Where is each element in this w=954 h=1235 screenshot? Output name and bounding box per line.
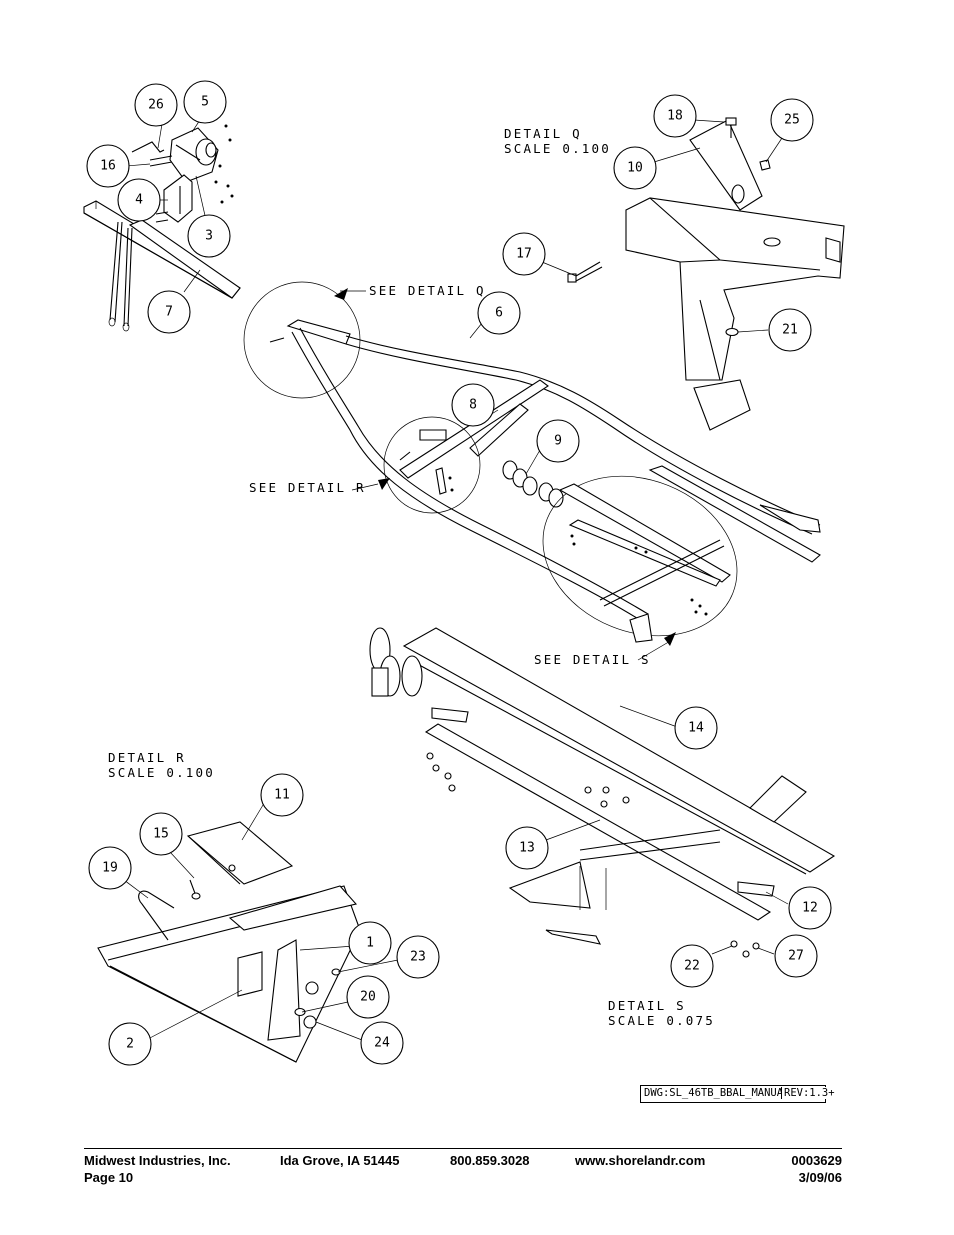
detail-s-title: DETAIL S: [608, 998, 686, 1013]
balloon-22-label: 22: [684, 959, 700, 974]
balloon-3: 3: [187, 214, 231, 258]
detail-r-scale: SCALE 0.100: [108, 765, 215, 780]
balloon-23: 23: [396, 935, 440, 979]
balloon-19-label: 19: [102, 861, 118, 876]
footer-address: Ida Grove, IA 51445: [280, 1153, 400, 1168]
balloon-15: 15: [139, 812, 183, 856]
balloon-9: 9: [536, 419, 580, 463]
balloon-13: 13: [505, 826, 549, 870]
balloon-24-label: 24: [374, 1036, 390, 1051]
balloon-6-label: 6: [495, 306, 503, 321]
balloon-20-label: 20: [360, 990, 376, 1005]
detail-q-title: DETAIL Q: [504, 126, 582, 141]
balloon-9-label: 9: [554, 434, 562, 449]
callout-arrows: [334, 288, 676, 646]
balloon-17: 17: [502, 232, 546, 276]
balloon-11: 11: [260, 773, 304, 817]
balloon-1-label: 1: [366, 936, 374, 951]
balloon-11-label: 11: [274, 788, 290, 803]
balloon-15-label: 15: [153, 827, 169, 842]
balloon-27-label: 27: [788, 949, 804, 964]
balloon-22: 22: [670, 944, 714, 988]
balloon-16: 16: [86, 144, 130, 188]
balloon-8-label: 8: [469, 398, 477, 413]
balloon-27: 27: [774, 934, 818, 978]
balloon-16-label: 16: [100, 159, 116, 174]
roller-assembly: [502, 460, 564, 508]
drawing-number-box: DWG:SL_46TB_BBAL_MANUAL REV:1.3+: [640, 1085, 835, 1103]
balloon-18-label: 18: [667, 109, 683, 124]
see-detail-q-callout: SEE DETAIL Q: [369, 283, 486, 298]
balloon-3-label: 3: [205, 229, 213, 244]
balloon-20: 20: [346, 975, 390, 1019]
trailer-frame: [243, 281, 821, 643]
footer-divider: [84, 1148, 842, 1149]
balloon-23-label: 23: [410, 950, 426, 965]
balloon-2-label: 2: [126, 1037, 134, 1052]
balloon-12: 12: [788, 886, 832, 930]
balloon-4: 4: [117, 178, 161, 222]
balloon-19: 19: [88, 846, 132, 890]
balloon-1: 1: [348, 921, 392, 965]
balloon-2: 2: [108, 1022, 152, 1066]
footer-phone: 800.859.3028: [450, 1153, 530, 1168]
balloon-13-label: 13: [519, 841, 535, 856]
drawing-number: DWG:SL_46TB_BBAL_MANUAL: [644, 1087, 790, 1099]
balloon-21: 21: [768, 308, 812, 352]
balloon-26-label: 26: [148, 98, 164, 113]
balloon-10-label: 10: [627, 161, 643, 176]
detail-s-assembly: [369, 627, 836, 958]
footer-website: www.shorelandr.com: [575, 1153, 706, 1168]
leader-lines: [123, 119, 789, 1041]
balloon-21-label: 21: [782, 323, 798, 338]
revision-number: REV:1.3+: [781, 1087, 835, 1099]
balloon-14-label: 14: [688, 721, 704, 736]
balloon-10: 10: [613, 146, 657, 190]
balloon-17-label: 17: [516, 247, 532, 262]
balloon-4-label: 4: [135, 193, 143, 208]
balloon-5: 5: [183, 80, 227, 124]
see-detail-r-callout: SEE DETAIL R: [249, 480, 366, 495]
balloon-12-label: 12: [802, 901, 818, 916]
balloon-25: 25: [770, 98, 814, 142]
detail-q-assembly: [567, 117, 845, 431]
balloon-14: 14: [674, 706, 718, 750]
balloon-25-label: 25: [784, 113, 800, 128]
balloon-8: 8: [451, 383, 495, 427]
balloon-18: 18: [653, 94, 697, 138]
balloon-7-label: 7: [165, 305, 173, 320]
footer-date: 3/09/06: [798, 1170, 842, 1185]
detail-r-title: DETAIL R: [108, 750, 186, 765]
detail-q-scale: SCALE 0.100: [504, 141, 611, 156]
footer-company: Midwest Industries, Inc.: [84, 1153, 231, 1168]
footer-doc-number: 0003629: [791, 1153, 842, 1168]
footer-page: Page 10: [84, 1170, 134, 1185]
winch-stand-assembly: [83, 124, 241, 332]
balloon-26: 26: [134, 83, 178, 127]
see-detail-s-callout: SEE DETAIL S: [534, 652, 651, 667]
balloon-6: 6: [477, 291, 521, 335]
balloon-24: 24: [360, 1021, 404, 1065]
balloon-5-label: 5: [201, 95, 209, 110]
balloon-7: 7: [147, 290, 191, 334]
detail-s-scale: SCALE 0.075: [608, 1013, 715, 1028]
